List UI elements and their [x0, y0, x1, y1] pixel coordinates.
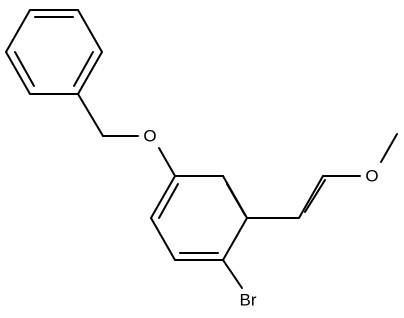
bond	[5, 9, 31, 53]
bond-o-ring	[158, 147, 176, 177]
benzyl-ring	[5, 9, 103, 95]
bond	[150, 217, 176, 261]
double-bond-inner	[73, 51, 94, 87]
bond	[150, 175, 176, 219]
double-bond-inner	[226, 183, 246, 216]
double-bond-inner	[14, 51, 35, 87]
methoxy-oxygen-label: O	[365, 167, 378, 186]
ether-oxygen-label: O	[143, 127, 156, 146]
vinyl-double-bond	[298, 175, 324, 219]
bond	[77, 9, 103, 53]
central-ring	[150, 175, 248, 261]
bond-ring-ch2	[77, 93, 104, 137]
bond	[5, 51, 31, 95]
bond-o-methyl	[380, 133, 398, 163]
double-bond-inner	[158, 183, 179, 219]
bromine-label: Br	[240, 291, 257, 310]
bond-ring-br	[222, 259, 243, 289]
bond	[77, 51, 103, 95]
bond	[222, 217, 248, 261]
vinyl-double-bond-inner	[304, 179, 326, 213]
